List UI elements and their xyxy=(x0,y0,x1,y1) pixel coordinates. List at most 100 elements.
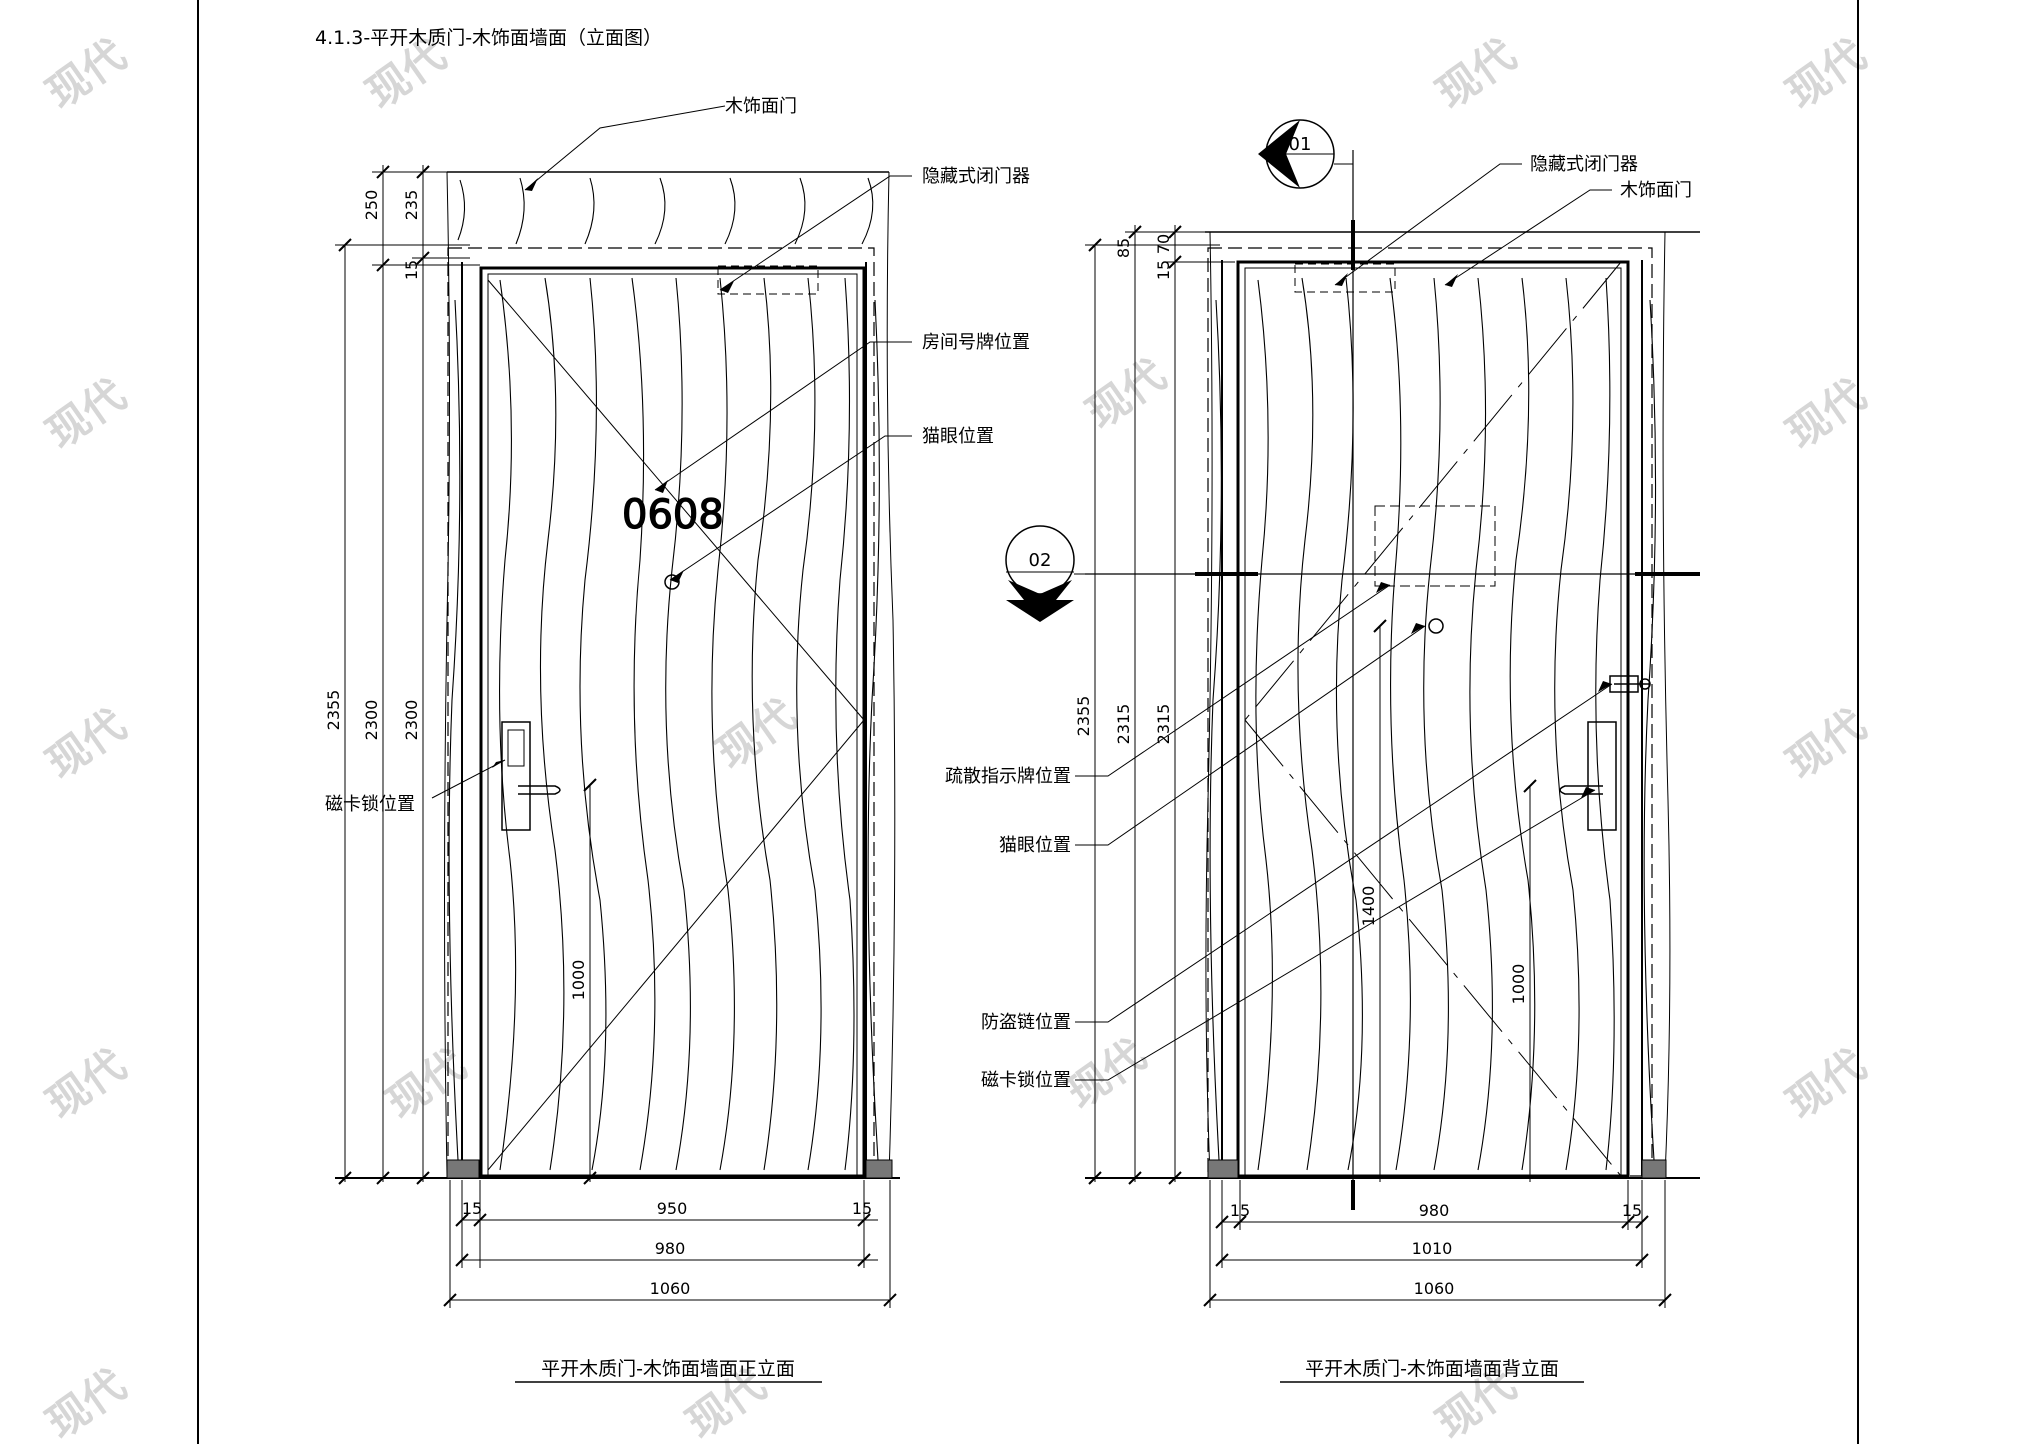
watermark-logo: 现代 xyxy=(378,1040,475,1128)
front-dim-250: 250 xyxy=(362,190,381,221)
front-leaders xyxy=(431,105,912,799)
marker-02-label: 02 xyxy=(1029,550,1052,571)
front-dim-2300b: 2300 xyxy=(402,700,421,741)
section-marker-02 xyxy=(1005,525,1200,622)
back-dim-85: 85 xyxy=(1114,238,1133,258)
back-dim-15: 15 xyxy=(1154,260,1173,280)
front-label-closer: 隐藏式闭门器 xyxy=(922,166,1030,187)
front-texts: 0608 木饰面门 隐藏式闭门器 房间号牌位置 猫眼位置 磁卡锁位置 250 2… xyxy=(324,96,1030,1383)
front-closer-box xyxy=(717,265,819,295)
back-swing-line xyxy=(1244,261,1622,721)
front-dim-235: 235 xyxy=(402,190,421,221)
front-dim-w950: 950 xyxy=(657,1199,688,1218)
back-base-left xyxy=(1207,1159,1239,1179)
back-card-lock xyxy=(1587,721,1617,831)
back-dim-verticals xyxy=(1085,225,1537,1185)
front-wood-grain xyxy=(448,177,880,1171)
back-dim-70: 70 xyxy=(1154,234,1173,254)
watermark-logo: 现代 xyxy=(1778,30,1875,118)
back-handle xyxy=(1559,785,1603,795)
front-dim-2300a: 2300 xyxy=(362,700,381,741)
back-door-leaf xyxy=(1236,260,1630,1178)
back-dim-1000: 1000 xyxy=(1509,964,1528,1005)
front-dim-w1060: 1060 xyxy=(650,1279,691,1298)
back-dim-2355: 2355 xyxy=(1074,696,1093,737)
back-dim-w1010: 1010 xyxy=(1412,1239,1453,1258)
front-frame-dashed xyxy=(447,247,875,1177)
front-dim-15: 15 xyxy=(402,260,421,280)
front-wall-left-edge xyxy=(444,171,450,1176)
back-label-closer: 隐藏式闭门器 xyxy=(1530,154,1638,175)
front-dim-1000: 1000 xyxy=(569,960,588,1001)
back-label-peephole: 猫眼位置 xyxy=(999,835,1071,856)
back-evac-sign-box xyxy=(1374,505,1496,587)
section-marker-01 xyxy=(1258,119,1353,189)
back-dim-horizontals xyxy=(1203,1180,1672,1308)
back-leaders xyxy=(1075,163,1613,1081)
front-swing-line xyxy=(487,279,865,721)
front-label-wood-door: 木饰面门 xyxy=(725,96,797,117)
back-closer-box xyxy=(1294,263,1396,293)
back-dim-2315b: 2315 xyxy=(1154,704,1173,745)
front-dim-2355: 2355 xyxy=(324,690,343,731)
front-base-left xyxy=(446,1159,480,1179)
front-door-leaf xyxy=(479,266,866,1178)
back-dim-w980: 980 xyxy=(1419,1201,1450,1220)
front-label-number-plate: 房间号牌位置 xyxy=(922,332,1030,353)
front-wall-right-edge xyxy=(886,171,896,1176)
watermark-logo: 现代 xyxy=(1428,30,1525,118)
front-handle xyxy=(518,785,561,795)
watermark-logo: 现代 xyxy=(1778,1040,1875,1128)
back-base-right xyxy=(1641,1159,1667,1179)
back-door-inner xyxy=(1244,267,1622,1177)
back-peephole xyxy=(1428,618,1444,634)
watermark-logo: 现代 xyxy=(38,370,135,458)
front-card-lock xyxy=(501,721,531,831)
watermark-logo: 现代 xyxy=(38,1040,135,1128)
sheet-title: 4.1.3-平开木质门-木饰面墙面（立面图） xyxy=(315,27,662,49)
back-label-card-lock: 磁卡锁位置 xyxy=(981,1070,1071,1091)
back-dim-w15b: 15 xyxy=(1622,1201,1642,1220)
front-label-card-lock: 磁卡锁位置 xyxy=(325,794,415,815)
back-label-chain: 防盗链位置 xyxy=(981,1012,1071,1033)
marker-01-label: 01 xyxy=(1289,134,1312,155)
watermark-logo: 现代 xyxy=(38,1360,135,1444)
watermark-logo: 现代 xyxy=(38,700,135,788)
back-elevation xyxy=(1005,119,1700,1308)
front-elevation xyxy=(335,105,912,1308)
front-card-slot xyxy=(507,729,525,767)
back-chain xyxy=(1609,675,1651,693)
watermark-logo: 现代 xyxy=(1778,370,1875,458)
front-label-peephole: 猫眼位置 xyxy=(922,426,994,447)
watermark-logo: 现代 xyxy=(1058,1030,1155,1118)
front-dim-w980: 980 xyxy=(655,1239,686,1258)
back-dim-1400: 1400 xyxy=(1359,886,1378,927)
front-door-inner xyxy=(487,273,858,1177)
front-dim-horizontals xyxy=(443,1180,897,1308)
back-wall-left-edge xyxy=(1205,231,1213,1176)
back-swing-line xyxy=(1244,719,1622,1177)
front-leader-arrows xyxy=(492,178,734,768)
back-frame-dashed xyxy=(1207,247,1653,1177)
front-dim-w15a: 15 xyxy=(462,1199,482,1218)
front-caption: 平开木质门-木饰面墙面正立面 xyxy=(541,1358,795,1380)
back-texts: 01 02 隐藏式闭门器 木饰面门 疏散指示牌位置 猫眼位置 防盗链位置 磁卡锁… xyxy=(945,134,1692,1383)
watermark-logo: 现代 xyxy=(1778,700,1875,788)
back-dim-2315a: 2315 xyxy=(1114,704,1133,745)
back-label-evac-sign: 疏散指示牌位置 xyxy=(945,766,1071,787)
back-caption: 平开木质门-木饰面墙面背立面 xyxy=(1305,1358,1559,1380)
back-dim-w15a: 15 xyxy=(1230,1201,1250,1220)
front-peephole xyxy=(664,574,680,590)
back-wall-right-edge xyxy=(1662,231,1671,1176)
back-label-wood-door: 木饰面门 xyxy=(1620,180,1692,201)
back-leader-arrows xyxy=(1335,273,1612,798)
watermark-logo: 现代 xyxy=(1078,350,1175,438)
watermark-logo: 现代 xyxy=(38,30,135,118)
front-base-right xyxy=(865,1159,893,1179)
front-room-number: 0608 xyxy=(622,492,724,538)
front-dim-verticals xyxy=(335,165,597,1185)
back-dim-w1060: 1060 xyxy=(1414,1279,1455,1298)
front-swing-line xyxy=(487,719,865,1171)
watermark-layer: 现代现代现代现代现代现代现代现代现代现代现代现代现代现代现代现代现代 xyxy=(38,30,1875,1444)
